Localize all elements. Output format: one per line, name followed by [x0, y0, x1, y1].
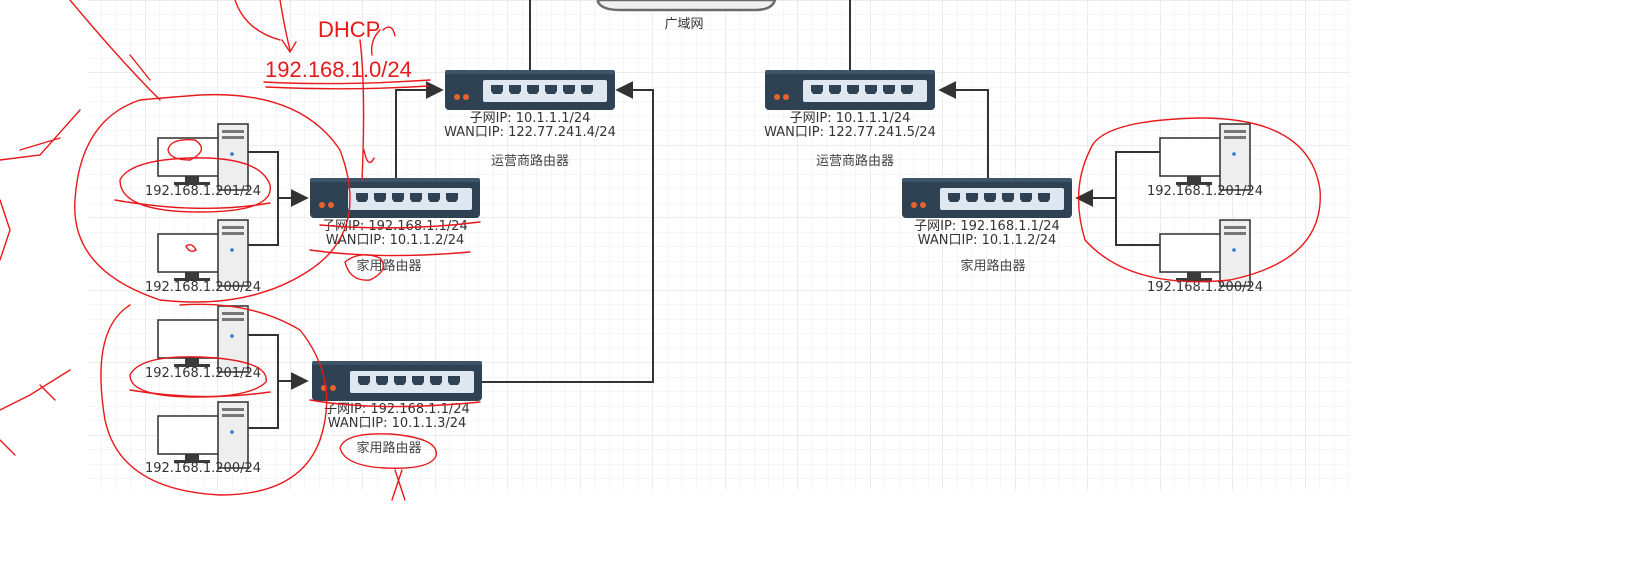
home2-to-isp-left	[482, 81, 654, 383]
computer-ip-label: 192.168.1.200/24	[145, 461, 261, 476]
circle-pc-1	[119, 157, 271, 213]
wan-ip-label: WAN口IP: 10.1.1.3/24	[328, 416, 467, 431]
computer-2: 192.168.1.200/24	[145, 219, 261, 295]
router-icon	[310, 178, 480, 218]
router-icon	[445, 70, 615, 110]
wan-ip-label: WAN口IP: 122.77.241.4/24	[444, 125, 616, 140]
computer-ip-label: 192.168.1.200/24	[145, 280, 261, 295]
computer-4: 192.168.1.200/24	[145, 401, 261, 476]
router-icon	[765, 70, 935, 110]
wan-label: 广域网	[664, 17, 703, 32]
isp-router-right: 子网IP: 10.1.1.1/24 WAN口IP: 122.77.241.5/2…	[764, 70, 936, 169]
subnet-underline	[263, 79, 431, 85]
wan-ip-label: WAN口IP: 122.77.241.5/24	[764, 125, 936, 140]
circle-caption-home2	[339, 433, 437, 469]
router-caption: 运营商路由器	[491, 153, 569, 169]
subnet-annotation: 192.168.1.0/24	[265, 57, 412, 82]
dhcp-annotation: DHCP	[318, 17, 380, 42]
computer-5: 192.168.1.201/24	[1147, 123, 1263, 199]
connectors	[248, 0, 1160, 429]
computer-ip-label: 192.168.1.201/24	[145, 184, 261, 199]
router-caption: 家用路由器	[356, 440, 421, 456]
router-icon	[312, 361, 482, 401]
wan-cloud: 广域网	[596, 0, 777, 32]
computer-ip-label: 192.168.1.201/24	[1147, 184, 1263, 199]
isp-router-left: 子网IP: 10.1.1.1/24 WAN口IP: 122.77.241.4/2…	[444, 70, 616, 169]
home-router-top-left: 子网IP: 192.168.1.1/24 WAN口IP: 10.1.1.2/24…	[310, 178, 480, 274]
home3-to-isp-right	[938, 81, 989, 178]
computer-1: 192.168.1.201/24	[145, 123, 261, 199]
wan-ip-label: WAN口IP: 10.1.1.2/24	[918, 233, 1057, 248]
subnet-ip-label: 子网IP: 10.1.1.1/24	[790, 111, 911, 126]
red-annotations: DHCP 192.168.1.0/24	[0, 0, 1321, 501]
subnet-ip-label: 子网IP: 192.168.1.1/24	[322, 219, 468, 234]
circle-group-3	[1077, 117, 1321, 283]
computer-ip-label: 192.168.1.201/24	[145, 366, 261, 381]
router-caption: 运营商路由器	[816, 153, 894, 169]
router-caption: 家用路由器	[960, 258, 1025, 274]
home1-to-isp-left	[395, 81, 444, 178]
computer-ip-label: 192.168.1.200/24	[1147, 280, 1263, 295]
home-router-right: 子网IP: 192.168.1.1/24 WAN口IP: 10.1.1.2/24…	[902, 178, 1072, 274]
circle-group-2	[100, 303, 328, 496]
router-icon	[902, 178, 1072, 218]
circle-group-1	[74, 93, 351, 303]
router-caption: 家用路由器	[356, 258, 421, 274]
subnet-ip-label: 子网IP: 10.1.1.1/24	[470, 111, 591, 126]
subnet-ip-label: 子网IP: 192.168.1.1/24	[914, 219, 1060, 234]
computer-3: 192.168.1.201/24	[145, 305, 261, 381]
computer-6: 192.168.1.200/24	[1147, 219, 1263, 295]
wan-ip-label: WAN口IP: 10.1.1.2/24	[326, 233, 465, 248]
